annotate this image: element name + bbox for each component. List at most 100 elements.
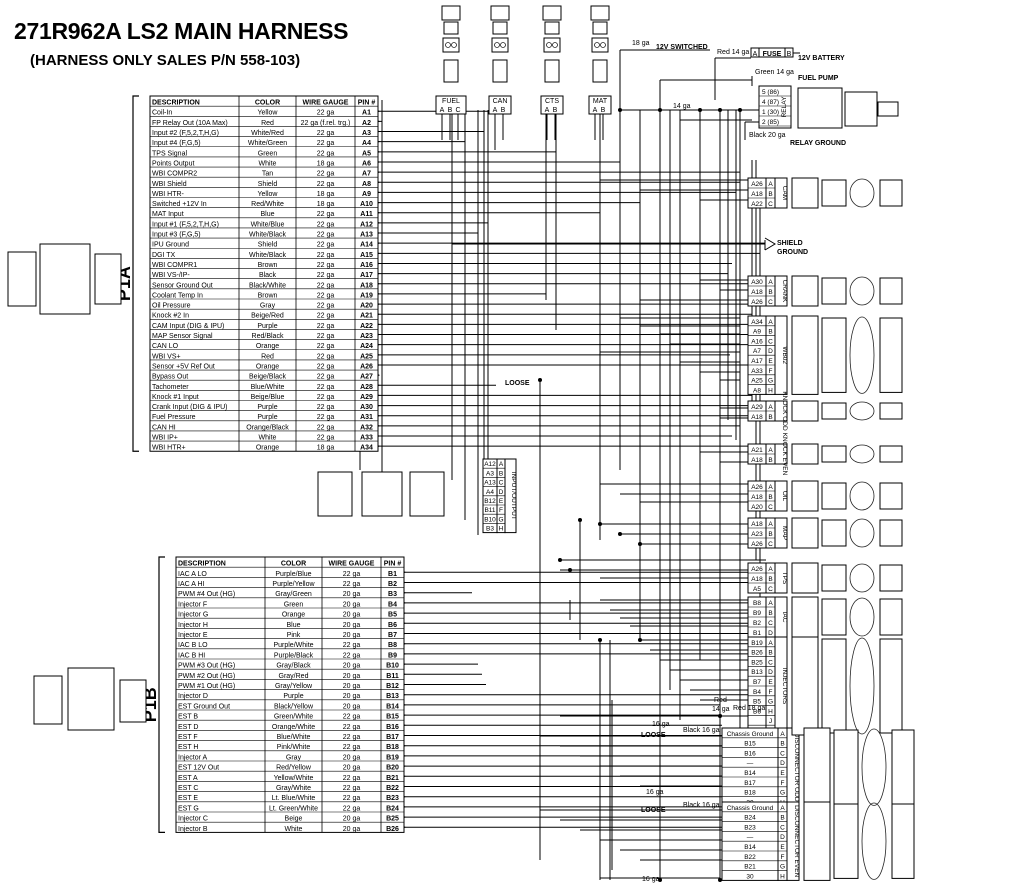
- connector-source-pin: A23: [751, 531, 763, 538]
- table-cell-gauge: 20 ga: [343, 826, 361, 833]
- table-cell-gauge: 18 ga: [317, 445, 335, 452]
- table-cell-gauge: 22 ga: [343, 642, 361, 649]
- connector-name: FUEL: [442, 98, 460, 105]
- black16-label: Black 16 ga: [683, 727, 720, 734]
- connector-pin-letter: A: [493, 107, 498, 114]
- io-source-pin: A12: [484, 461, 496, 468]
- table-cell-description: Switched +12V In: [152, 201, 207, 208]
- fuse-label: FUSE: [763, 51, 782, 58]
- table-cell-pin: A31: [360, 414, 373, 421]
- connector-source-pin: A18: [751, 414, 763, 421]
- table-cell-description: Injector G: [178, 612, 208, 619]
- diagram-subtitle: (HARNESS ONLY SALES P/N 558-103): [30, 52, 301, 69]
- connector-letter: B: [768, 610, 772, 617]
- table-cell-description: EST G: [178, 805, 199, 812]
- table-cell-gauge: 20 ga: [343, 612, 361, 619]
- table-cell-gauge: 22 ga: [317, 211, 335, 218]
- table-header: PIN #: [384, 561, 402, 568]
- table-cell-description: Knock #1 Input: [152, 394, 199, 401]
- connector-letter: G: [768, 699, 773, 706]
- table-cell-pin: B12: [386, 683, 399, 690]
- plug-pin-icon: [494, 42, 500, 48]
- sensor-art-icon: [879, 277, 903, 305]
- gauge-label: 14 ga: [712, 706, 730, 713]
- connector-name: WB02: [781, 346, 788, 364]
- sensor-art-icon: [861, 802, 887, 880]
- connector-pin-letter: A: [593, 107, 598, 114]
- connector-letter: E: [780, 770, 785, 777]
- connector-letter: C: [768, 504, 773, 511]
- connector-letter: B: [780, 741, 784, 748]
- table-cell-color: Lt. Green/White: [269, 805, 318, 812]
- table-cell-gauge: 22 ga: [343, 652, 361, 659]
- connector-letter: A: [780, 805, 785, 812]
- table-cell-color: Purple/White: [273, 642, 313, 649]
- table-cell-pin: A9: [362, 191, 371, 198]
- sensor-art-icon: [791, 275, 819, 307]
- sensor-art-icon: [821, 638, 847, 734]
- red-label: Red: [714, 697, 727, 704]
- connector-letter: C: [768, 338, 773, 345]
- table-cell-gauge: 22 ga: [343, 734, 361, 741]
- plug-art-icon: [443, 59, 459, 83]
- connector-letter: C: [768, 659, 773, 666]
- table-cell-description: EST H: [178, 744, 199, 751]
- table-cell-description: Sensor +5V Ref Out: [152, 363, 215, 370]
- table-cell-description: Injector A: [178, 754, 208, 761]
- sensor-art-icon: [879, 564, 903, 592]
- sensor-art-icon: [791, 177, 819, 209]
- connector-letter: H: [780, 873, 785, 880]
- table-cell-pin: A33: [360, 435, 373, 442]
- io-letter: B: [499, 470, 503, 477]
- table-cell-gauge: 18 ga: [317, 201, 335, 208]
- sensor-art-icon: [791, 443, 819, 465]
- io-source-pin: B12: [484, 498, 496, 505]
- table-cell-color: Purple/Yellow: [272, 581, 315, 588]
- p1b-plug-art-icon: [67, 667, 115, 731]
- table-cell-gauge: 22 ga: [317, 404, 335, 411]
- table-cell-description: Sensor Ground Out: [152, 282, 213, 289]
- table-cell-pin: B8: [388, 642, 397, 649]
- table-cell-color: White: [259, 435, 277, 442]
- table-header: COLOR: [281, 561, 306, 568]
- table-cell-description: EST D: [178, 724, 199, 731]
- table-cell-color: Black: [259, 272, 277, 279]
- junction-dot: [658, 878, 662, 882]
- connector-source-pin: B25: [751, 659, 763, 666]
- connector-source-pin: A34: [751, 319, 763, 326]
- connector-letter: F: [781, 780, 785, 787]
- connector-source-pin: A18: [751, 457, 763, 464]
- connector-letter: H: [768, 387, 773, 394]
- table-cell-description: Input #4 (F,G,5): [152, 140, 201, 147]
- connector-source-pin: B1: [753, 630, 761, 637]
- table-cell-description: PWM #3 Out (HG): [178, 663, 235, 670]
- connector-source-pin: A33: [751, 368, 763, 375]
- sensor-art-icon: [791, 562, 819, 594]
- relay-pin: 2 (85): [762, 119, 779, 126]
- table-cell-color: Yellow: [258, 110, 279, 117]
- table-cell-pin: B25: [386, 816, 399, 823]
- table-cell-description: IAC B HI: [178, 652, 205, 659]
- green14-label: Green 14 ga: [755, 69, 794, 76]
- table-cell-color: Red/White: [251, 201, 284, 208]
- plug-art-icon: [590, 5, 610, 21]
- sensor-art-icon: [849, 481, 875, 511]
- table-cell-color: Tan: [262, 171, 273, 178]
- connector-letter: E: [768, 358, 773, 365]
- plug-art-icon: [591, 37, 609, 53]
- table-cell-pin: A21: [360, 313, 373, 320]
- table-cell-pin: B11: [386, 673, 399, 680]
- table-cell-pin: B18: [386, 744, 399, 751]
- connector-letter: G: [780, 790, 785, 797]
- plug-pin-icon: [600, 42, 606, 48]
- table-cell-gauge: 22 ga: [343, 744, 361, 751]
- sensor-art-icon: [803, 801, 831, 881]
- table-cell-gauge: 20 ga: [343, 601, 361, 608]
- table-cell-color: Brown: [258, 292, 278, 299]
- table-cell-color: Yellow: [258, 191, 279, 198]
- table-cell-color: Shield: [258, 181, 278, 188]
- connector-letter: A: [768, 279, 773, 286]
- connector-source-pin: A16: [751, 338, 763, 345]
- table-cell-pin: B1: [388, 571, 397, 578]
- connector-source-pin: B4: [753, 689, 761, 696]
